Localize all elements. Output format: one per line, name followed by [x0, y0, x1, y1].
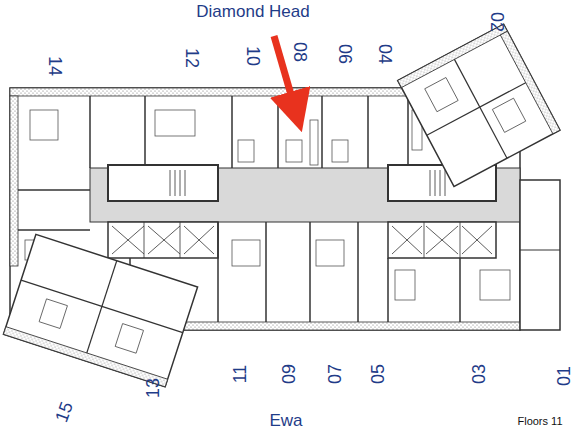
floor-note: Floors 11 [517, 416, 562, 427]
unit-number: 10 [244, 46, 262, 66]
unit-number: 02 [488, 12, 506, 32]
unit-number: 03 [470, 364, 488, 384]
unit-number: 01 [555, 366, 573, 386]
unit-number: 12 [183, 48, 201, 68]
unit-number: 06 [336, 44, 354, 64]
unit-number: 05 [369, 364, 387, 384]
unit-number: 14 [46, 56, 64, 76]
unit-number: 08 [291, 42, 309, 62]
unit-number: 04 [376, 44, 394, 64]
direction-label: Diamond Head [196, 3, 309, 20]
unit-number: 11 [231, 365, 249, 384]
unit-number: 07 [326, 364, 344, 384]
unit-number: 13 [144, 378, 162, 398]
unit-number: 15 [52, 400, 76, 425]
unit-number: 09 [280, 364, 298, 384]
direction-label: Ewa [269, 412, 302, 429]
